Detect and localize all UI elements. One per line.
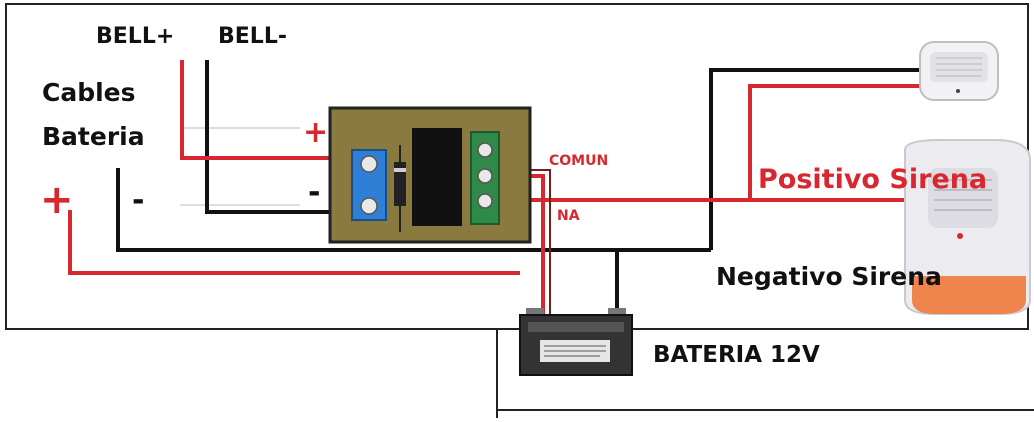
bell-minus-label: BELL- bbox=[218, 24, 287, 49]
wire-na-to-siren bbox=[498, 84, 920, 202]
black-wires bbox=[116, 60, 920, 315]
negativo-sirena-label: Negativo Sirena bbox=[716, 262, 942, 291]
wire-battery-negative-bus bbox=[116, 168, 711, 252]
siren-light bbox=[912, 276, 1026, 314]
battery-icon bbox=[519, 308, 633, 376]
diode bbox=[394, 162, 406, 206]
wire-bell-minus bbox=[205, 60, 368, 214]
relay-positive-sign: + bbox=[303, 115, 329, 150]
background-traces bbox=[180, 127, 300, 206]
wire-battery-positive bbox=[68, 210, 520, 275]
cables-label: Cables bbox=[42, 78, 136, 107]
relay-module-icon bbox=[328, 106, 532, 244]
positivo-sirena-label: Positivo Sirena bbox=[758, 164, 988, 195]
relay-negative-sign: - bbox=[308, 175, 321, 210]
indoor-siren-icon bbox=[919, 41, 999, 101]
outdoor-siren-icon bbox=[904, 139, 1031, 315]
comun-label: COMUN bbox=[549, 153, 609, 169]
na-label: NA bbox=[557, 208, 580, 224]
battery-positive-sign: + bbox=[40, 177, 74, 223]
relay-coil bbox=[412, 128, 462, 226]
bateria-cables-label: Bateria bbox=[42, 122, 145, 151]
battery-negative-sign: - bbox=[132, 183, 145, 218]
bateria-12v-label: BATERIA 12V bbox=[653, 342, 820, 368]
wire-negativo-sirena bbox=[709, 68, 920, 250]
bell-plus-label: BELL+ bbox=[96, 24, 175, 49]
wire-bell-plus bbox=[180, 60, 368, 160]
